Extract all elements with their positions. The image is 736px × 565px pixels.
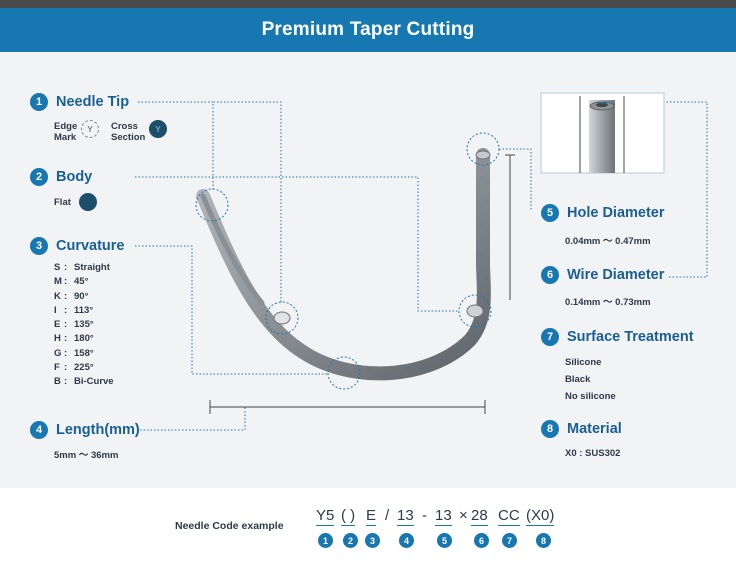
section-wire-diameter: 6 Wire Diameter xyxy=(541,266,664,284)
needle-tip-number: 1 xyxy=(30,93,48,111)
top-bar xyxy=(0,0,736,8)
needle-tip-taper xyxy=(200,193,265,306)
wire-diameter-number: 6 xyxy=(541,266,559,284)
code-number-6: 6 xyxy=(474,533,489,548)
section-hole-diameter: 5 Hole Diameter xyxy=(541,204,665,222)
code-number-5: 5 xyxy=(437,533,452,548)
section-curvature: 3 Curvature xyxy=(30,237,125,255)
length-range: 5mm ～ 36mm xyxy=(54,450,119,461)
length-dimension xyxy=(209,400,486,414)
material-value: X0 : SUS302 xyxy=(565,448,621,459)
curvature-list: S:Straight M:45° K:90° I:113° E:135° H:1… xyxy=(54,262,114,391)
page-title: Premium Taper Cutting xyxy=(261,19,475,40)
code-number-1: 1 xyxy=(318,533,333,548)
wire-callout-circle xyxy=(458,294,492,328)
surface-treatment-title: Surface Treatment xyxy=(567,329,694,345)
needle-tip-title: Needle Tip xyxy=(56,94,130,110)
code-number-8: 8 xyxy=(536,533,551,548)
code-seg-length: 13 xyxy=(397,507,414,526)
list-item: G:158° xyxy=(54,347,94,359)
tip-callout-circle xyxy=(195,188,229,222)
list-item: B:Bi-Curve xyxy=(54,376,114,388)
code-seg-dash: - xyxy=(422,507,427,524)
code-number-7: 7 xyxy=(502,533,517,548)
surface-option-no-silicone: No silicone xyxy=(565,391,616,402)
section-body: 2 Body xyxy=(30,168,92,186)
edge-mark-icon: Y xyxy=(81,120,99,138)
body-number: 2 xyxy=(30,168,48,186)
cross-section-label-line2: Section xyxy=(111,132,146,143)
code-seg-y5: Y5 xyxy=(316,507,335,526)
code-seg-parens: ( ) xyxy=(341,507,356,526)
list-item: M:45° xyxy=(54,276,89,288)
body-flat-label: Flat xyxy=(54,197,71,208)
section-needle-tip: 1 Needle Tip xyxy=(30,93,129,111)
code-number-3: 3 xyxy=(365,533,380,548)
code-number-2: 2 xyxy=(343,533,358,548)
curvature-title: Curvature xyxy=(56,238,125,254)
needle-curve xyxy=(196,148,491,381)
flat-body-icon xyxy=(79,193,97,211)
cross-section-icon: Y xyxy=(149,120,167,138)
code-seg-cc: CC xyxy=(498,507,520,526)
code-seg-slash: / xyxy=(385,507,390,524)
code-seg-x0: (X0) xyxy=(526,507,555,526)
list-item: H:180° xyxy=(54,333,94,345)
material-number: 8 xyxy=(541,420,559,438)
section-material: 8 Material xyxy=(541,420,622,438)
wire-diameter-range: 0.14mm ～ 0.73mm xyxy=(565,297,651,308)
list-item: I:113° xyxy=(54,304,94,316)
body-callout-circle xyxy=(265,301,299,335)
list-item: S:Straight xyxy=(54,262,110,273)
edge-mark-label-line1: Edge xyxy=(54,121,78,132)
code-seg-times: × xyxy=(459,507,468,524)
material-title: Material xyxy=(567,421,622,437)
surface-option-silicone: Silicone xyxy=(565,357,602,368)
list-item: K:90° xyxy=(54,290,89,302)
edge-mark-label-line2: Mark xyxy=(54,132,77,143)
section-surface-treatment: 7 Surface Treatment xyxy=(541,328,694,346)
cross-section-label-line1: Cross xyxy=(111,121,138,132)
section-length: 4 Length(mm) xyxy=(30,421,140,439)
length-number: 4 xyxy=(30,421,48,439)
header-banner: Premium Taper Cutting xyxy=(0,8,736,52)
surface-option-black: Black xyxy=(565,374,591,385)
list-item: E:135° xyxy=(54,319,94,331)
code-number-4: 4 xyxy=(399,533,414,548)
needle-code-label: Needle Code example xyxy=(175,520,284,532)
hole-diameter-title: Hole Diameter xyxy=(567,205,665,221)
body-title: Body xyxy=(56,169,93,185)
needle-code-footer xyxy=(0,488,736,565)
hole-diameter-number: 5 xyxy=(541,204,559,222)
curvature-callout-circle xyxy=(327,356,361,390)
length-title: Length(mm) xyxy=(56,422,140,438)
surface-treatment-number: 7 xyxy=(541,328,559,346)
list-item: F:225° xyxy=(54,362,94,374)
wire-diameter-title: Wire Diameter xyxy=(567,267,665,283)
curvature-number: 3 xyxy=(30,237,48,255)
needle-butt-end xyxy=(475,150,491,160)
code-seg-wire: 28 xyxy=(471,507,488,526)
hole-diameter-range: 0.04mm ～ 0.47mm xyxy=(565,236,651,247)
code-seg-e: E xyxy=(366,507,377,526)
code-seg-hole: 13 xyxy=(435,507,452,526)
